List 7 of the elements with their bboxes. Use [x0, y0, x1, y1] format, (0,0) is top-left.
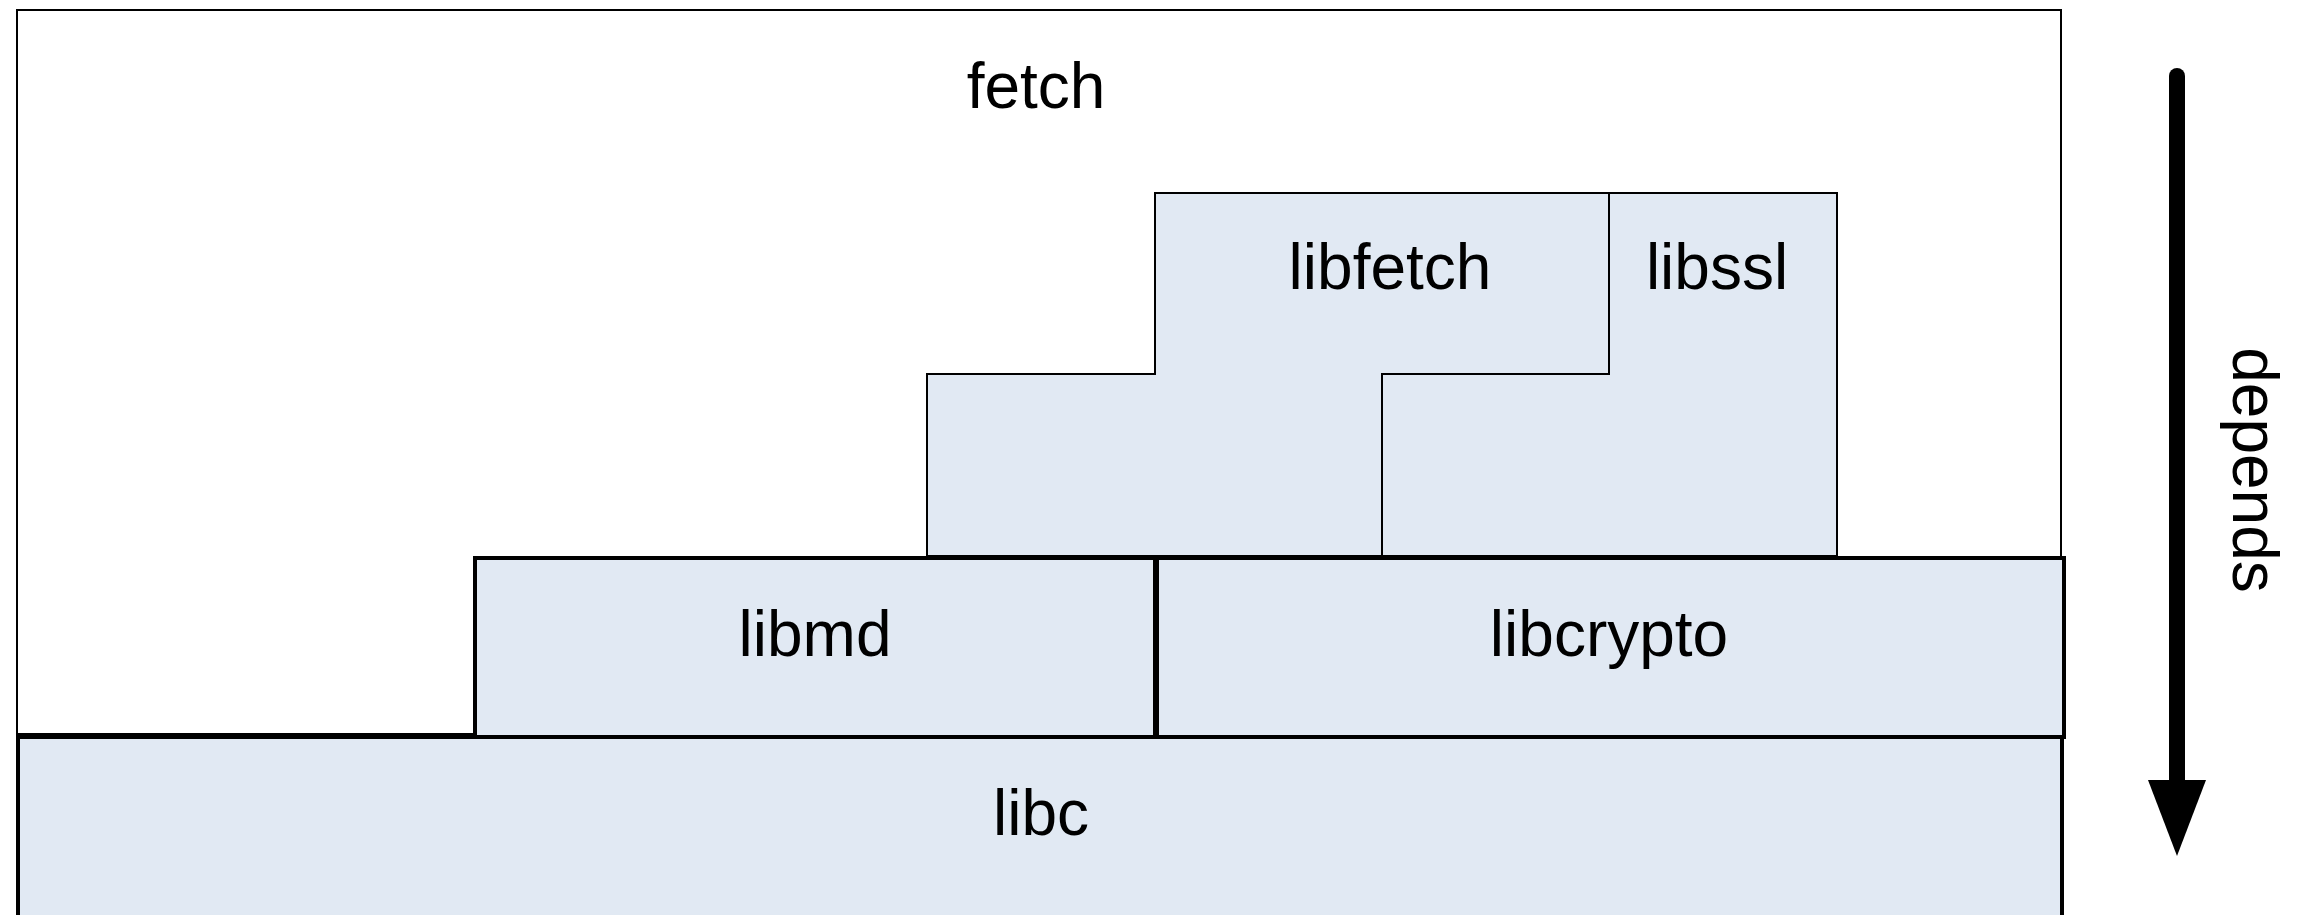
library-block — [16, 735, 2064, 915]
library-block — [1155, 556, 2066, 739]
block-label: libmd — [738, 602, 892, 666]
block-label: fetch — [966, 54, 1106, 118]
block-label: libc — [993, 781, 1089, 845]
block-label: libfetch — [1288, 235, 1492, 299]
block-label: libssl — [1645, 235, 1789, 299]
